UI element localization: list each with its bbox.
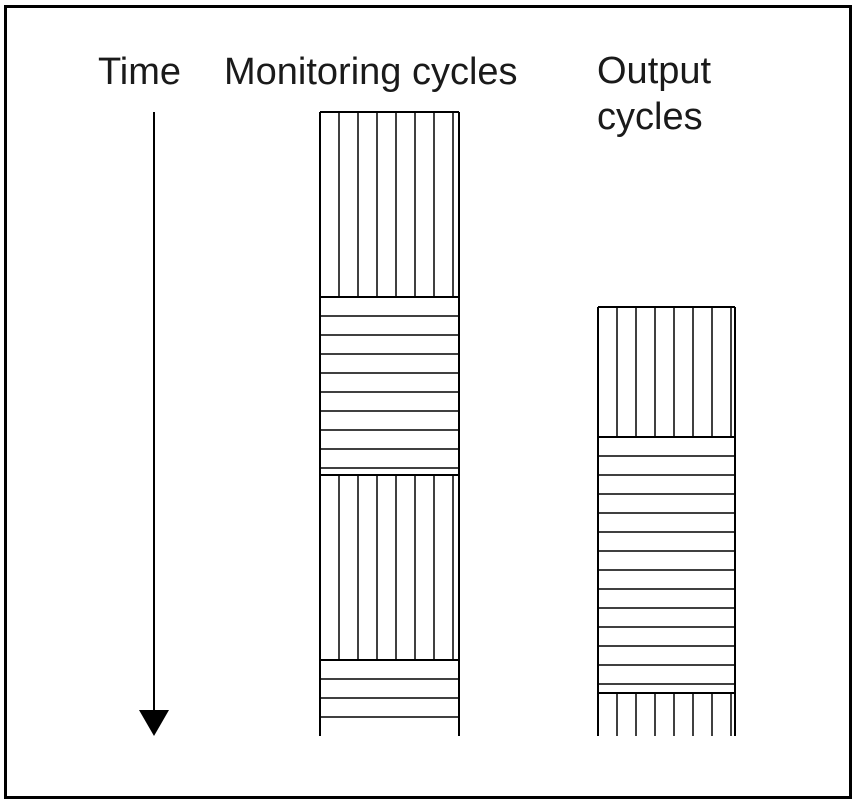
time-label: Time	[98, 51, 182, 93]
output-cycle-block-3	[597, 692, 736, 736]
monitoring-cycles-label: Monitoring cycles	[224, 51, 518, 93]
output-cycles-column	[597, 306, 736, 736]
output-cycle-block-2	[597, 436, 736, 694]
monitoring-cycle-block-3	[319, 474, 460, 661]
monitoring-cycle-block-4	[319, 659, 460, 736]
diagram-frame	[4, 5, 852, 799]
output-cycles-label-line2: cycles	[597, 96, 703, 138]
output-cycles-label-line1: Output	[597, 50, 712, 92]
monitoring-cycle-block-2	[319, 296, 460, 476]
time-arrow-head-icon	[139, 710, 169, 736]
monitoring-cycles-column	[319, 111, 460, 736]
monitoring-cycle-block-1	[319, 111, 460, 298]
output-cycle-block-1	[597, 306, 736, 438]
